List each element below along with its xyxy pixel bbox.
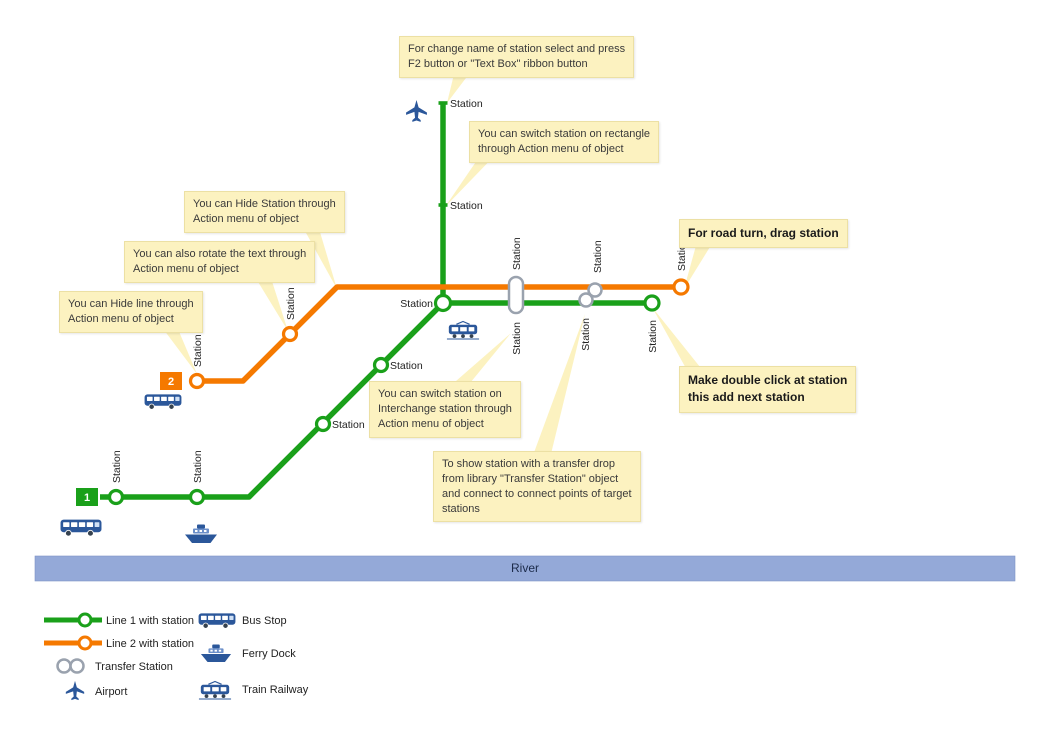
- river-band: [34, 555, 1016, 582]
- callout-hide-station: You can Hide Station through Action menu…: [184, 191, 345, 233]
- tail-rotate-text: [252, 272, 288, 331]
- station-label: Station: [332, 419, 365, 431]
- station-line2-diagonal[interactable]: [281, 325, 299, 343]
- station-label: Station: [592, 240, 604, 273]
- legend-bus-label: Bus Stop: [242, 615, 287, 627]
- station-label: Station: [647, 320, 659, 353]
- callout-double-click: Make double click at station this add ne…: [679, 366, 857, 413]
- station-label: Station: [450, 200, 483, 212]
- line-2-badge[interactable]: [160, 372, 182, 390]
- transfer-station-figure8[interactable]: [578, 282, 603, 308]
- callout-transfer-drop: To show station with a transfer drop fro…: [433, 451, 641, 523]
- station-line1-south-2[interactable]: [188, 488, 206, 506]
- station-line2-west-end[interactable]: [188, 372, 206, 390]
- station-line1-diagonal-2[interactable]: [314, 415, 332, 433]
- tail-switch-interchange: [448, 333, 511, 388]
- tail-hide-line: [158, 322, 197, 374]
- station-label: Station: [192, 450, 204, 483]
- legend-line2-station: [77, 635, 93, 651]
- callout-switch-rectangle: You can switch station on rectangle thro…: [469, 121, 660, 163]
- legend-line1-label: Line 1 with station: [106, 615, 194, 627]
- tail-double-click: [652, 307, 704, 372]
- bus-stop-icon-line2[interactable]: [144, 394, 182, 410]
- figure8-loop-upper[interactable]: [587, 282, 603, 298]
- legend-line1-station: [77, 612, 93, 628]
- legend-airport-label: Airport: [95, 686, 127, 698]
- line-1-badge-label: 1: [84, 492, 90, 504]
- station-tick-mid[interactable]: [438, 203, 448, 207]
- tail-hide-station: [300, 222, 337, 289]
- station-line2-east-end[interactable]: [672, 278, 690, 296]
- legend-train-icon: [198, 680, 232, 700]
- train-railway-icon[interactable]: [446, 320, 480, 340]
- legend-line2-label: Line 2 with station: [106, 638, 194, 650]
- callout-rename-station: For change name of station select and pr…: [399, 36, 635, 78]
- tail-switch-rectangle: [445, 150, 500, 207]
- tail-transfer-drop: [532, 314, 585, 458]
- callout-switch-interchange: You can switch station on Interchange st…: [369, 381, 521, 438]
- station-junction[interactable]: [433, 293, 453, 313]
- callout-tails: [158, 70, 713, 458]
- tail-rename-station: [447, 70, 472, 103]
- bus-stop-icon-line1[interactable]: [60, 519, 102, 537]
- station-label: Station: [285, 287, 297, 320]
- station-label: Station: [111, 450, 123, 483]
- legend-airport-icon: [65, 680, 85, 701]
- station-line1-south-1[interactable]: [107, 488, 125, 506]
- station-label: Station: [400, 298, 433, 310]
- station-label: Station: [511, 237, 523, 270]
- station-line1-diagonal-1[interactable]: [372, 356, 390, 374]
- tail-road-turn: [684, 242, 713, 289]
- legend-train-label: Train Railway: [242, 684, 309, 696]
- transfer-station-capsule[interactable]: [507, 275, 525, 315]
- legend-transfer-label: Transfer Station: [95, 661, 173, 673]
- station-label: Station: [450, 98, 483, 110]
- legend-ferry-label: Ferry Dock: [242, 648, 296, 660]
- line-2-badge-label: 2: [168, 376, 174, 388]
- station-line1-east-end[interactable]: [643, 294, 661, 312]
- airport-icon[interactable]: [406, 100, 427, 122]
- legend-bus-icon: [198, 613, 236, 629]
- legend-ferry-icon: [200, 644, 232, 662]
- station-label: Station: [390, 360, 423, 372]
- callout-hide-line: You can Hide line through Action menu of…: [59, 291, 203, 333]
- legend-transfer-icon: [69, 658, 85, 674]
- line-1[interactable]: [100, 300, 652, 500]
- ferry-dock-icon[interactable]: [185, 524, 217, 544]
- station-label: Station: [192, 334, 204, 367]
- station-label: Station: [511, 322, 523, 355]
- figure8-loop-lower[interactable]: [578, 292, 594, 308]
- callout-rotate-text: You can also rotate the text through Act…: [124, 241, 316, 283]
- station-tick-airport[interactable]: [438, 101, 448, 105]
- legend: Line 1 with station Line 2 with station …: [44, 612, 309, 701]
- legend-transfer-icon: [56, 658, 72, 674]
- callout-road-turn: For road turn, drag station: [679, 219, 848, 249]
- river-label: River: [511, 561, 539, 575]
- station-label: Station: [580, 318, 592, 351]
- line-1-badge[interactable]: [76, 488, 98, 506]
